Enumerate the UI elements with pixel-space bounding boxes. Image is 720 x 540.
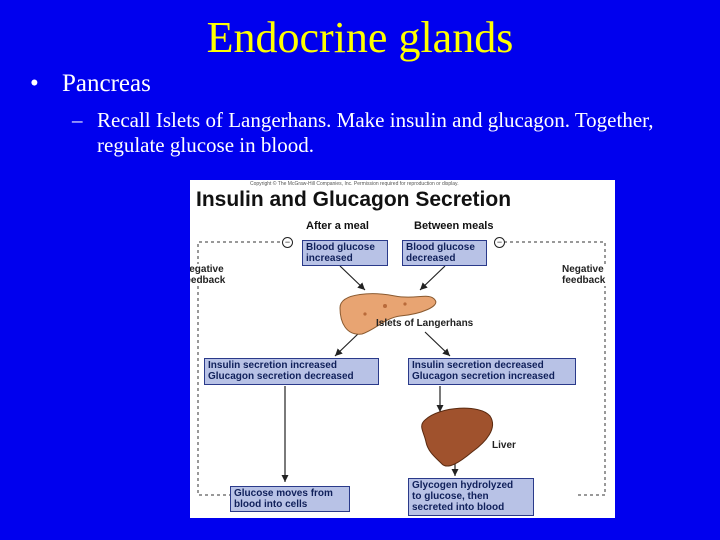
islets-label: Islets of Langerhans [376,318,474,329]
arrow-pancreas-to-right [424,331,451,357]
insulin-decreased-box: Insulin secretion decreased Glucagon sec… [408,358,576,385]
bullet-pancreas: • Pancreas [30,69,151,99]
arrow-decreased-to-pancreas [419,265,446,291]
sub-bullet-text: Recall Islets of Langerhans. Make insuli… [97,108,654,157]
right-feedback-loop [502,241,606,496]
minus-icon: − [494,237,505,248]
glycogen-box: Glycogen hydrolyzed to glucose, then sec… [408,478,534,516]
negative-feedback-left-label: Negative feedback [190,264,228,286]
liver-shape [421,407,494,467]
bullet-symbol: • [30,70,39,97]
insulin-increased-box: Insulin secretion increased Glucagon sec… [204,358,379,385]
blood-glucose-decreased-box: Blood glucose decreased [402,240,487,266]
copyright-line: Copyright © The McGraw-Hill Companies, I… [250,181,459,187]
sub-bullet: – Recall Islets of Langerhans. Make insu… [72,108,692,157]
between-meals-heading: Between meals [414,220,494,232]
minus-icon: − [282,237,293,248]
arrow-increased-to-pancreas [339,265,366,291]
glucose-moves-box: Glucose moves from blood into cells [230,486,350,512]
arrow-pancreas-to-left [334,331,361,357]
pancreas-shape [339,293,437,335]
islet-dot [403,302,407,306]
slide-title: Endocrine glands [206,13,514,62]
islet-dot [363,312,367,316]
figure-arrows [197,241,606,496]
blood-glucose-increased-box: Blood glucose increased [302,240,388,266]
negative-feedback-right-label: Negative feedback [560,264,608,286]
insulin-glucagon-figure: Copyright © The McGraw-Hill Companies, I… [190,180,615,518]
figure-title: Insulin and Glucagon Secretion [196,188,512,211]
sub-bullet-symbol: – [72,108,83,132]
after-meal-heading: After a meal [306,220,369,232]
islet-dot [383,304,387,308]
bullet-text: Pancreas [62,70,151,97]
liver-label: Liver [492,440,516,451]
